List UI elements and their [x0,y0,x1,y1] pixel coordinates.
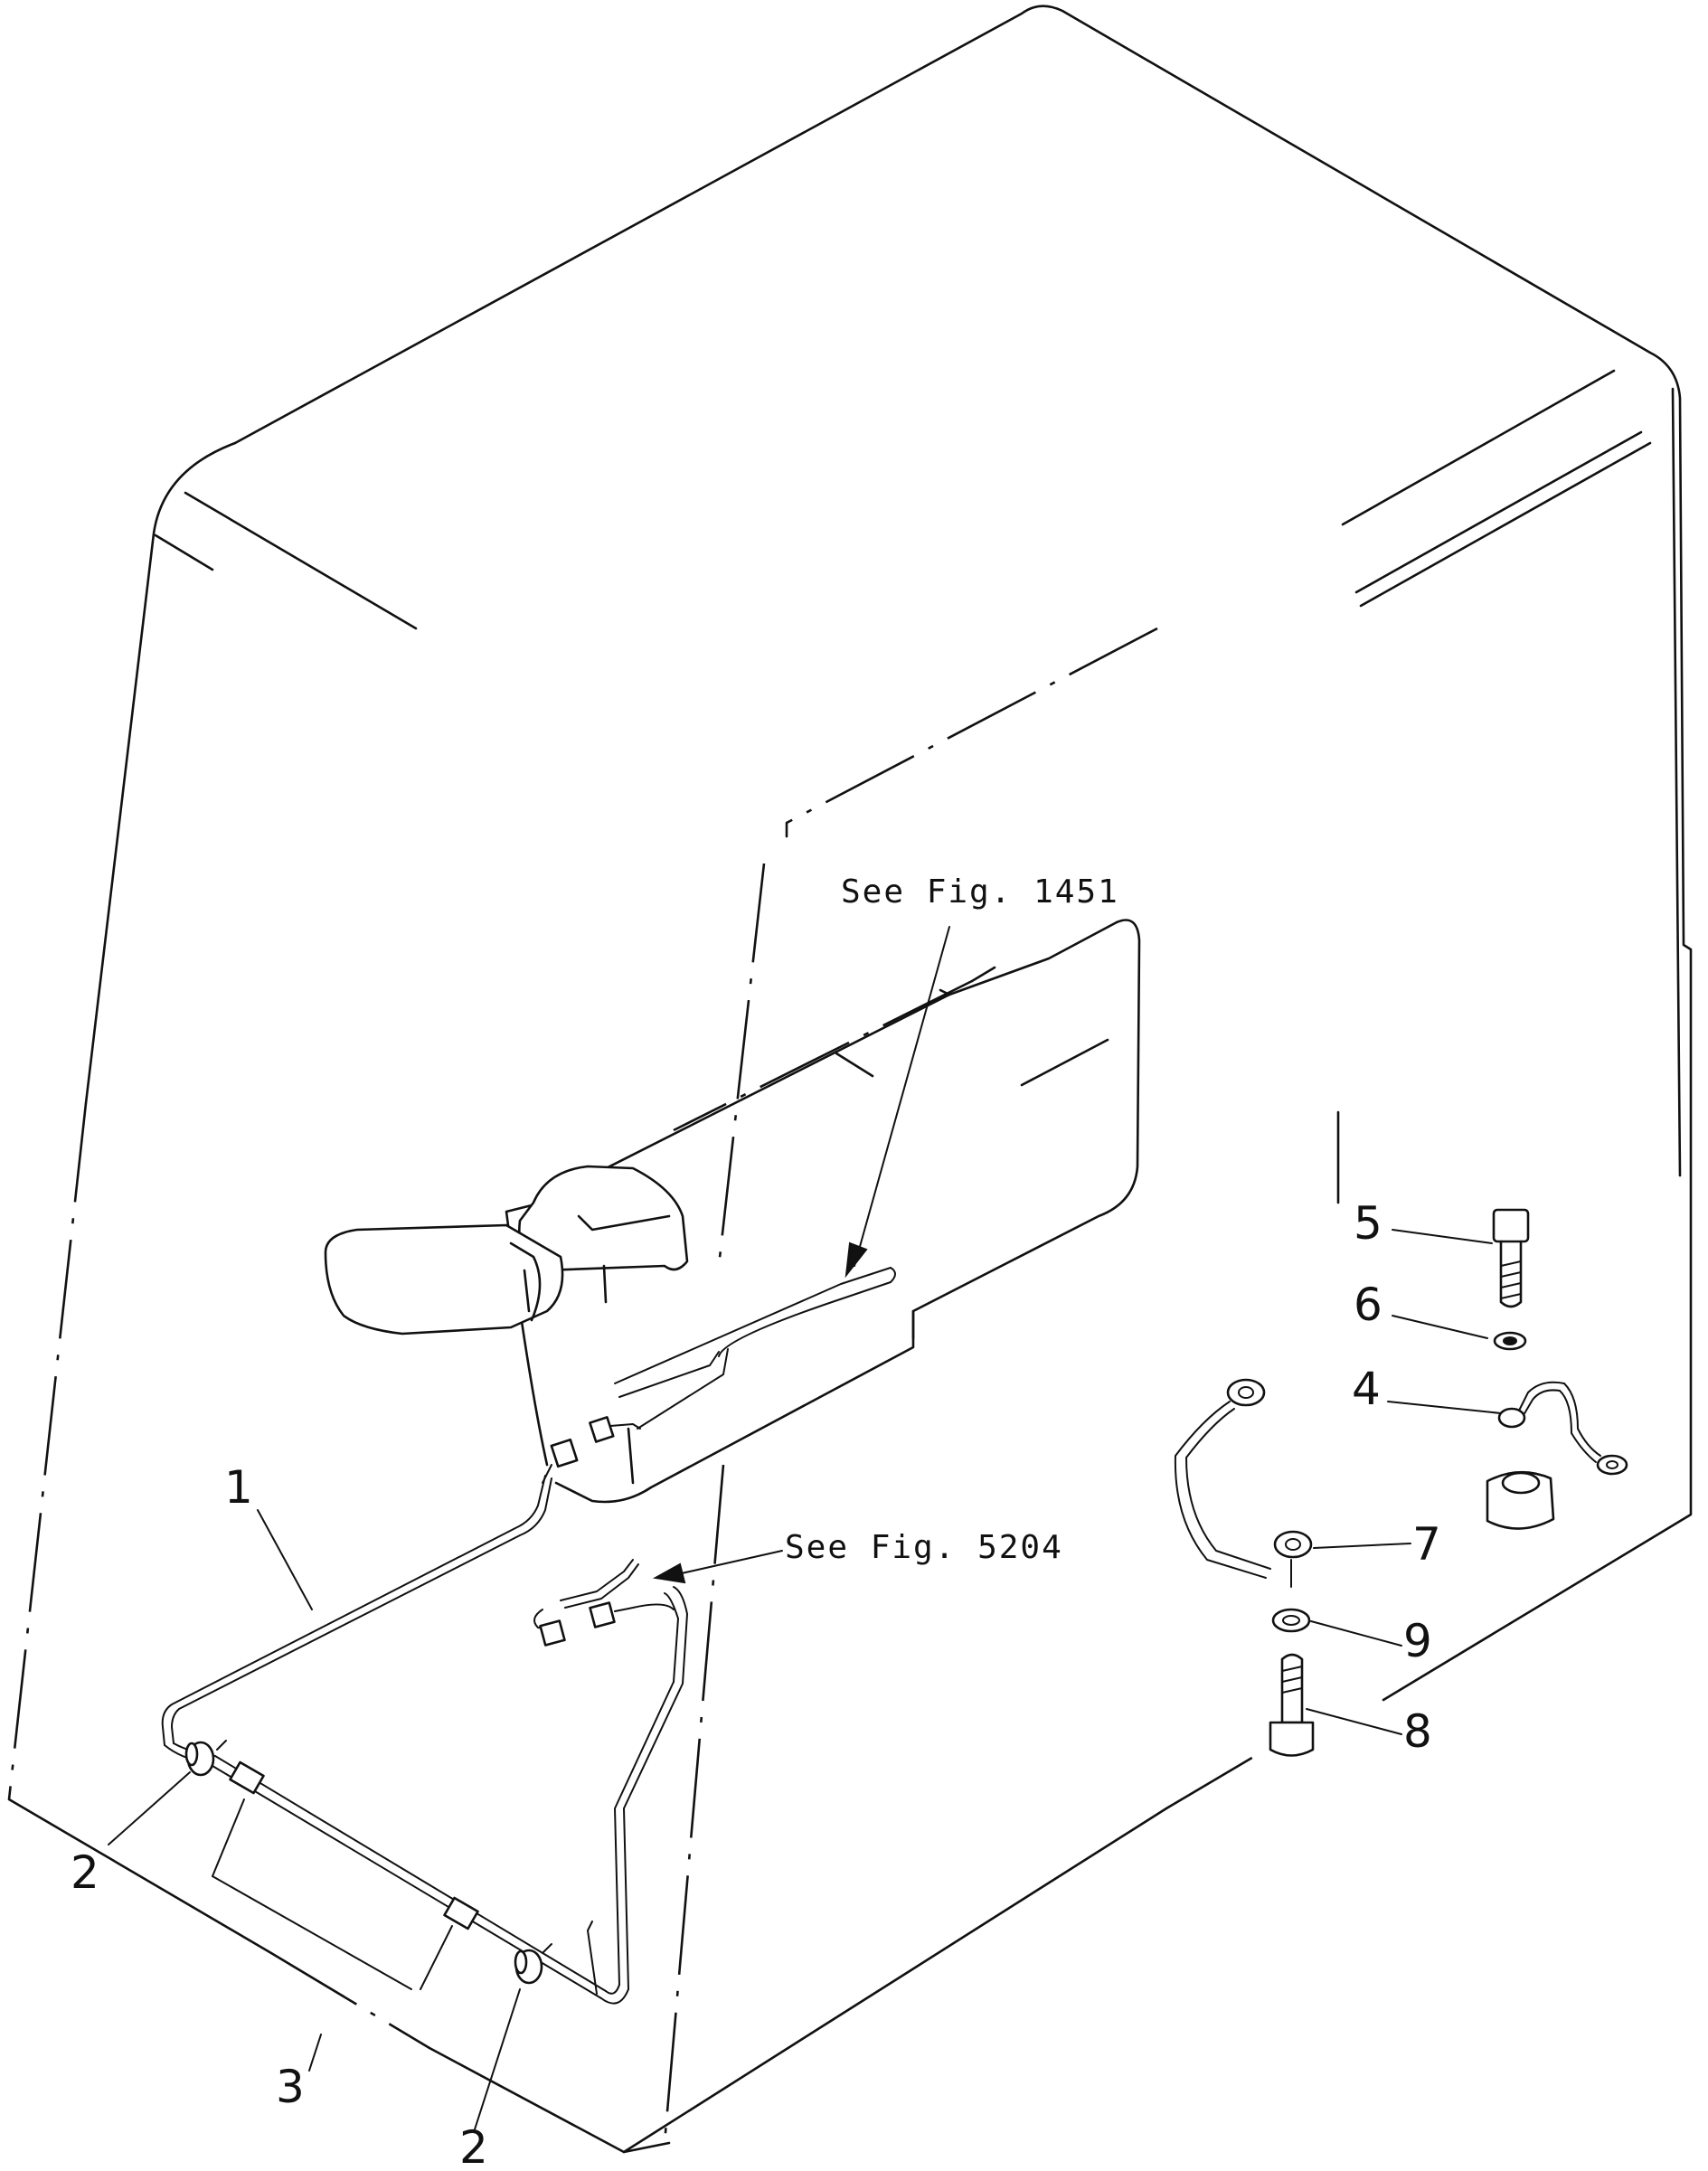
callout-8: 8 [1403,1705,1432,1758]
callout-5: 5 [1354,1197,1382,1250]
console-unit [324,919,1141,1504]
leader-lines [108,926,1502,2130]
callout-3: 3 [276,2061,305,2113]
callout-2-left: 2 [71,1846,99,1899]
callout-2-bottom: 2 [459,2121,488,2166]
harness-assembly [161,1475,688,2005]
callout-6: 6 [1354,1279,1382,1331]
cab-body-outline [7,5,1693,2154]
callout-4: 4 [1352,1363,1381,1415]
ref-fig-1451: See Fig. 1451 [841,873,1119,911]
callout-9: 9 [1403,1615,1432,1667]
callout-7: 7 [1412,1518,1441,1571]
callout-1: 1 [224,1461,253,1514]
ref-fig-5204: See Fig. 5204 [785,1529,1063,1566]
ground-parts [1174,1208,1628,1757]
